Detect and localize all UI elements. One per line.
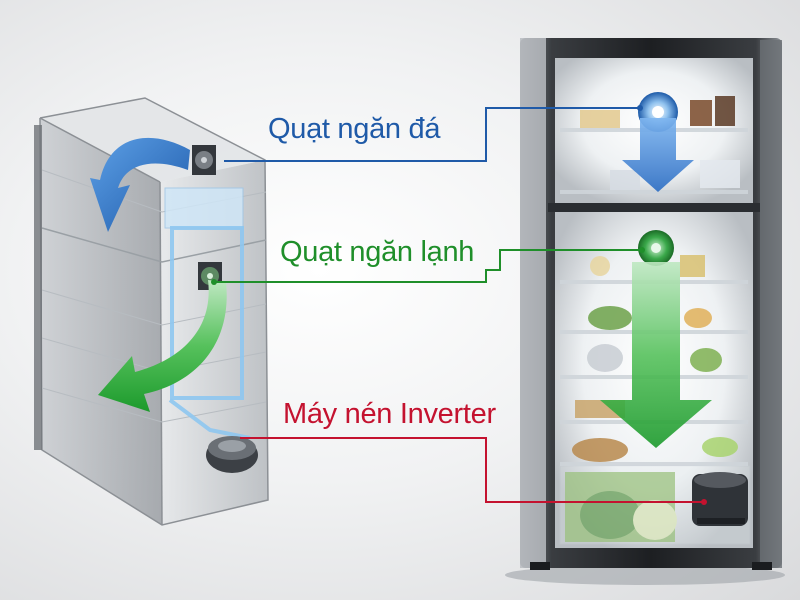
airflow-arrow-icon [622,118,694,192]
freezer-fan-connector [224,107,640,162]
fridge-photo [505,38,785,585]
compressor-icon [206,436,258,473]
freezer-fan-label: Quạt ngăn đá [268,113,441,145]
compressor-connector [240,437,704,503]
fan-icon [638,230,674,266]
compressor-label: Máy nén Inverter [283,398,496,430]
callout-lines [211,105,707,505]
fan-icon [192,145,216,175]
compressor-icon [692,472,748,526]
schematic-fridge [34,97,269,526]
airflow-arrow-icon [600,262,712,448]
airflow-arrow-icon [98,280,227,412]
fridge-fan-label: Quạt ngăn lạnh [280,236,475,268]
airflow-arrow-icon [90,137,190,232]
fridge-fan-connector [214,249,642,283]
